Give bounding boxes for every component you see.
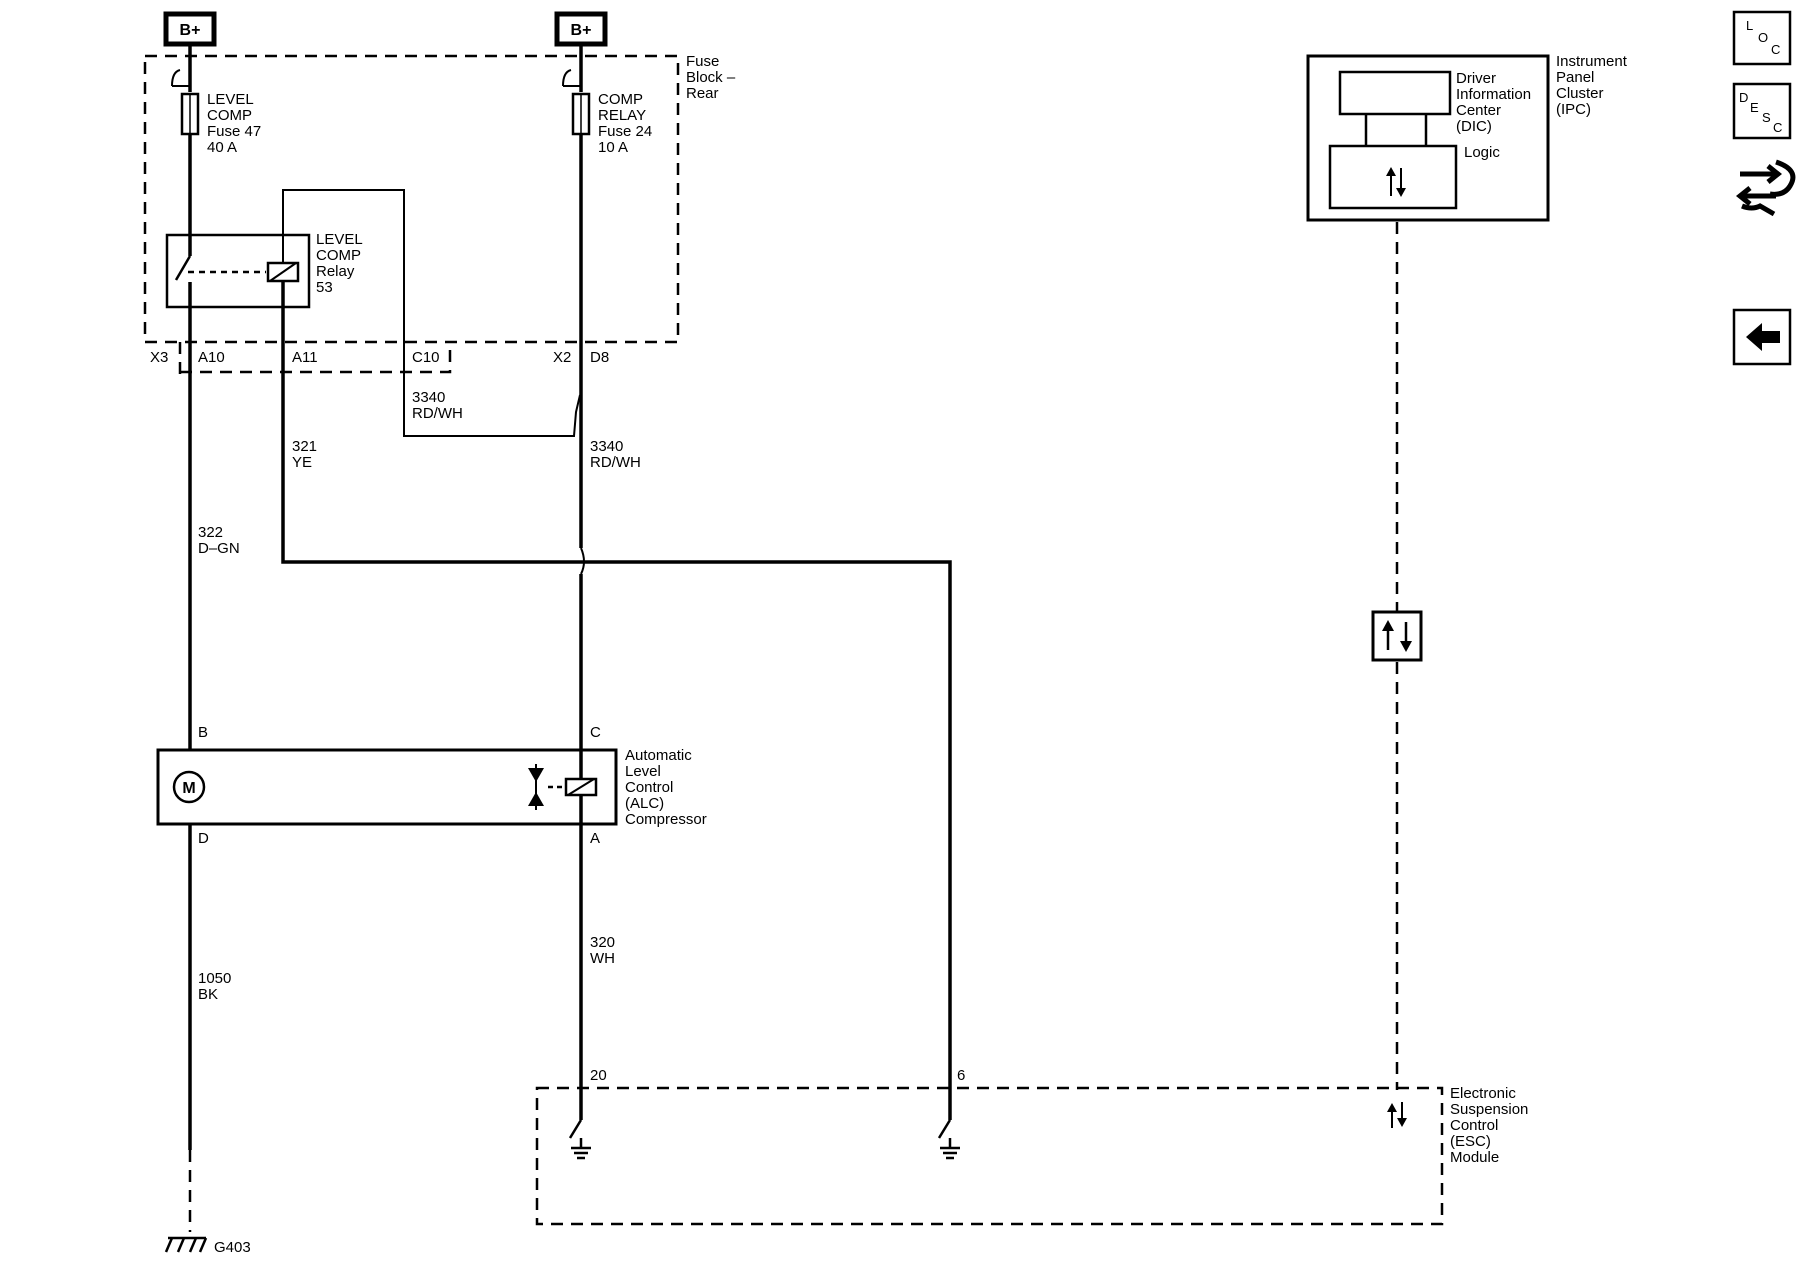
pin-a11-label: A11 — [292, 349, 318, 366]
relay-label: LEVEL COMP Relay 53 — [316, 231, 366, 296]
fuse-24-symbol — [571, 92, 591, 136]
wire-left-feed — [171, 44, 192, 750]
compressor-pin-a-label: A — [590, 830, 600, 847]
fuse-block-frame — [143, 54, 680, 344]
wire-320-label: 320 WH — [590, 934, 619, 967]
connector-end-view-icon[interactable] — [1735, 159, 1796, 217]
fuse-47-label: LEVEL COMP Fuse 47 40 A — [207, 91, 265, 156]
battery-terminal-left: B+ — [163, 11, 217, 47]
back-button[interactable] — [1732, 308, 1792, 366]
connector-x3-frame — [180, 342, 452, 374]
esc-pin-6-label: 6 — [957, 1067, 965, 1084]
esc-module-label: Electronic Suspension Control (ESC) Modu… — [1450, 1085, 1533, 1166]
motor-label: M — [182, 780, 195, 797]
solenoid-valve-icon — [528, 764, 598, 810]
logic-box — [1328, 144, 1458, 210]
battery-terminal-left-label: B+ — [180, 22, 201, 39]
back-arrow-icon — [1746, 323, 1780, 351]
connector-x3-label: X3 — [150, 349, 168, 366]
fuse-47-symbol — [180, 92, 200, 136]
compressor-pin-b-label: B — [198, 724, 208, 741]
location-letter-l: L — [1746, 18, 1753, 33]
esc-low-side-switch-6 — [937, 1119, 960, 1160]
ipc-label: Instrument Panel Cluster (IPC) — [1556, 53, 1631, 118]
pin-a10-label: A10 — [198, 349, 225, 366]
battery-terminal-right-label: B+ — [571, 22, 592, 39]
pin-d8-label: D8 — [590, 349, 609, 366]
fuse-block-label: Fuse Block – Rear — [686, 53, 739, 102]
fuse-24-label: COMP RELAY Fuse 24 10 A — [598, 91, 656, 156]
alc-compressor-box — [156, 748, 618, 826]
motor-icon: M — [172, 770, 206, 804]
pin-c10-label: C10 — [412, 349, 440, 366]
location-letter-c: C — [1771, 42, 1780, 57]
esc-module-frame — [535, 1086, 1444, 1226]
wire-3340-jumper-label: 3340 RD/WH — [412, 389, 463, 422]
relay-switch-contact — [174, 235, 192, 307]
wire-322-label: 322 D–GN — [198, 524, 240, 557]
description-letter-c: C — [1773, 120, 1782, 135]
wire-3340-label: 3340 RD/WH — [590, 438, 641, 471]
description-letter-d: D — [1739, 90, 1748, 105]
wire-right-feed — [562, 44, 585, 1120]
compressor-pin-c-label: C — [590, 724, 601, 741]
logic-label: Logic — [1464, 144, 1500, 161]
compressor-pin-d-label: D — [198, 830, 209, 847]
connector-x2-label: X2 — [553, 349, 571, 366]
logic-data-icon — [1386, 167, 1406, 197]
esc-data-icon — [1387, 1102, 1407, 1128]
dic-label: Driver Information Center (DIC) — [1456, 70, 1535, 135]
esc-low-side-switch-20 — [568, 1119, 591, 1160]
battery-terminal-right: B+ — [554, 11, 608, 47]
esc-pin-20-label: 20 — [590, 1067, 607, 1084]
location-button[interactable]: L O C — [1732, 10, 1792, 66]
dic-box — [1338, 70, 1452, 116]
ipc-box — [1306, 54, 1550, 222]
relay-coil-icon — [266, 261, 300, 283]
description-button[interactable]: D E S C — [1732, 82, 1792, 140]
location-letter-o: O — [1758, 30, 1768, 45]
serial-data-icon — [1371, 610, 1423, 662]
alc-compressor-label: Automatic Level Control (ALC) Compressor — [625, 747, 707, 828]
chassis-ground-icon — [164, 1236, 208, 1253]
wire-321-label: 321 YE — [292, 438, 321, 471]
description-letter-e: E — [1750, 100, 1759, 115]
wire-1050-label: 1050 BK — [198, 970, 236, 1003]
ground-g403-label: G403 — [214, 1239, 251, 1256]
description-letter-s: S — [1762, 110, 1771, 125]
relay-coil-circuit — [281, 189, 952, 1120]
